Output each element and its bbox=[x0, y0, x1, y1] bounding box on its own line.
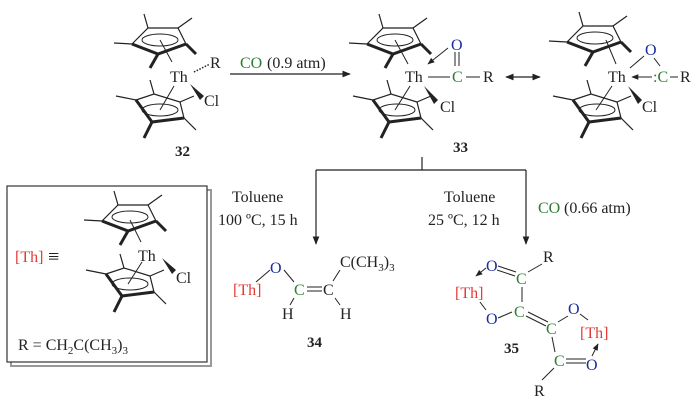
th-fragment-2: [Th] bbox=[580, 325, 608, 342]
th-shorthand: [Th] bbox=[15, 249, 43, 266]
compound-label: 35 bbox=[504, 341, 519, 357]
bond bbox=[159, 85, 175, 111]
oxygen-atom: O bbox=[486, 258, 498, 275]
right-solvent: Toluene bbox=[444, 189, 495, 206]
cp-ring-bottom bbox=[114, 78, 198, 140]
wedge-bond bbox=[190, 84, 204, 100]
oxygen-atom: O bbox=[451, 37, 463, 54]
hashed-bond bbox=[193, 63, 211, 73]
left-conditions: 100 ºC, 15 h bbox=[218, 212, 298, 229]
cp-ring-top bbox=[547, 10, 633, 68]
carbon-atom-2: C bbox=[514, 304, 525, 321]
step1-arrow: CO (0.9 atm) bbox=[230, 55, 351, 78]
oxygen-atom-2: O bbox=[486, 311, 498, 328]
o-c-bond bbox=[653, 57, 661, 67]
wedge-bond bbox=[628, 86, 642, 104]
cp-ring-bottom bbox=[351, 78, 435, 140]
r-definition: R = CH2C(CH3)3 bbox=[18, 337, 128, 357]
h-atom: H bbox=[282, 306, 294, 323]
th-atom: Th bbox=[170, 69, 188, 86]
cp-ring-top bbox=[112, 12, 198, 70]
oxygen-atom-4: O bbox=[586, 357, 598, 374]
r-group-2: R bbox=[534, 383, 545, 400]
r-group: R bbox=[483, 69, 494, 86]
bond bbox=[595, 85, 613, 111]
carbon-atom-2: C bbox=[323, 282, 334, 299]
reagent-co: CO bbox=[240, 55, 262, 72]
r-group: R bbox=[543, 249, 554, 266]
bond bbox=[394, 85, 411, 111]
compound-33-resonance: Th O :C R Cl bbox=[547, 10, 691, 140]
dative-arrow bbox=[427, 47, 449, 65]
carbon-atom-4: C bbox=[554, 353, 565, 370]
bond bbox=[605, 39, 617, 65]
cl-atom: Cl bbox=[440, 99, 456, 116]
right-reagent-pressure: (0.66 atm) bbox=[564, 200, 631, 217]
compound-32: Th R Cl 32 bbox=[112, 12, 221, 160]
r-group: R bbox=[210, 55, 221, 72]
carbon-atom-3: C bbox=[546, 321, 557, 338]
carbon-atom: C bbox=[294, 282, 305, 299]
tbutyl-group: C(CH3)3 bbox=[340, 254, 395, 274]
cl-atom: Cl bbox=[642, 99, 658, 116]
cl-atom: Cl bbox=[176, 270, 192, 287]
cp-ring-top bbox=[347, 12, 433, 70]
th-o-bond bbox=[629, 55, 645, 69]
compound-33: Th C O R Cl 33 bbox=[347, 12, 494, 156]
carbene-carbon: :C bbox=[653, 69, 668, 86]
bond bbox=[159, 39, 173, 63]
left-solvent: Toluene bbox=[232, 189, 283, 206]
h-atom-2: H bbox=[340, 306, 352, 323]
th-atom: Th bbox=[608, 69, 626, 86]
cl-atom: Cl bbox=[204, 93, 220, 110]
oxygen-atom: O bbox=[645, 42, 657, 59]
right-conditions: 25 ºC, 12 h bbox=[428, 212, 500, 229]
carbon-atom: C bbox=[516, 271, 527, 288]
r-group: R bbox=[680, 69, 691, 86]
compound-label: 34 bbox=[307, 335, 323, 351]
wedge-bond bbox=[424, 86, 438, 104]
th-atom: Th bbox=[138, 248, 156, 265]
th-fragment: [Th] bbox=[455, 285, 483, 302]
compound-34: [Th] O C C H H C(CH3)3 34 bbox=[233, 254, 395, 351]
bond bbox=[394, 39, 409, 65]
cp-ring-bottom bbox=[551, 78, 635, 140]
th-fragment: [Th] bbox=[233, 282, 261, 299]
oxygen-atom-3: O bbox=[568, 301, 580, 318]
equivalence-sign: ≡ bbox=[48, 246, 59, 268]
th-atom: Th bbox=[405, 69, 423, 86]
branch-arrows bbox=[312, 157, 530, 245]
wedge-bond bbox=[162, 258, 176, 274]
oxygen-atom: O bbox=[270, 260, 282, 277]
carbon-atom: C bbox=[452, 69, 463, 86]
compound-label: 33 bbox=[453, 140, 468, 156]
legend-box: [Th] ≡ Th Cl R = CH2C(CH3)3 bbox=[6, 185, 212, 367]
compound-35: O C R [Th] O C C O [Th] C O R 35 bbox=[455, 249, 608, 400]
right-reagent: CO bbox=[538, 200, 560, 217]
compound-label: 32 bbox=[175, 144, 190, 160]
reagent-pressure: (0.9 atm) bbox=[267, 55, 326, 72]
